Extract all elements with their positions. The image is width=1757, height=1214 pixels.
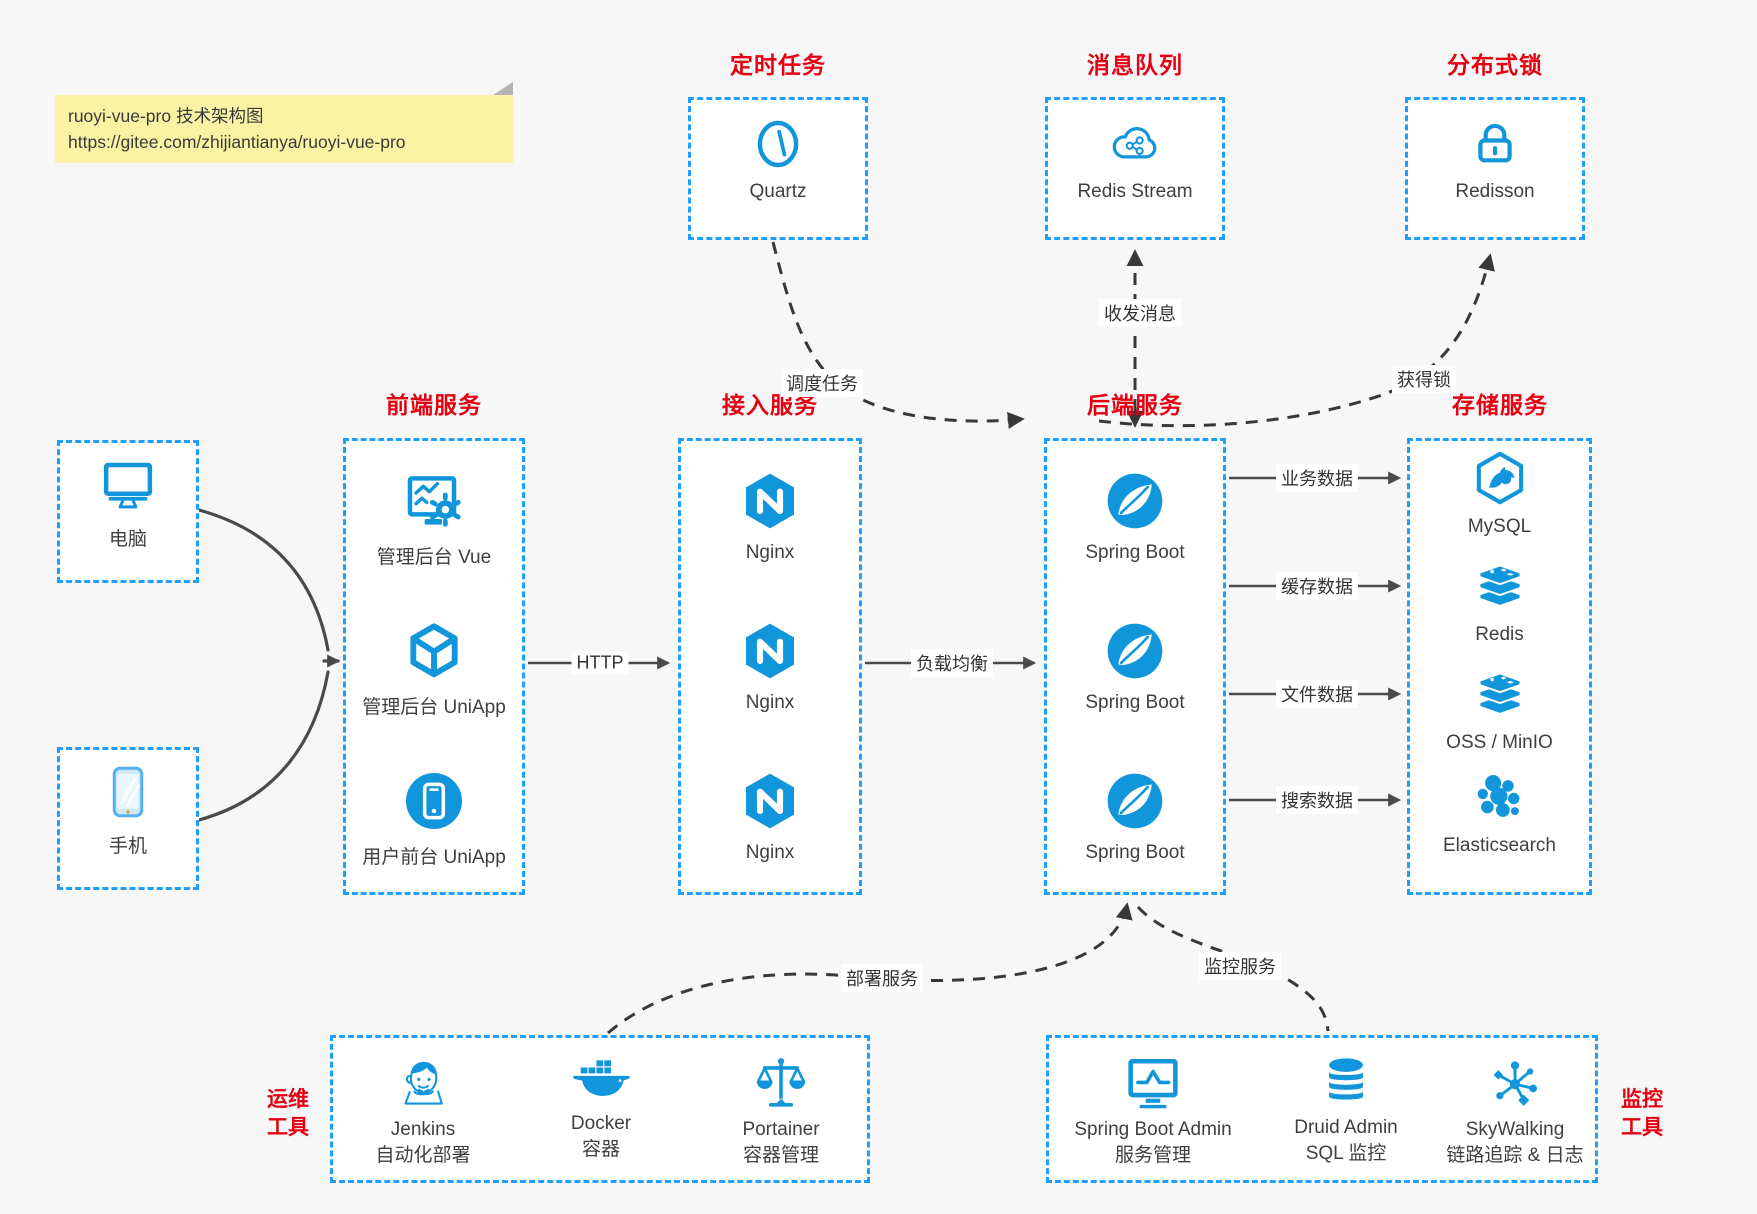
monitoring-side-label: 监控 工具 xyxy=(1621,1088,1663,1139)
ops-item-name: Portainer xyxy=(742,1119,820,1140)
nginx-icon xyxy=(738,469,802,533)
lock-label: Redisson xyxy=(1455,181,1535,202)
pc-client-box: 电脑 xyxy=(57,440,199,583)
scheduler-box: Quartz xyxy=(688,97,868,240)
edge-pc-to-frontend xyxy=(197,508,330,652)
gateway-item-label: Nginx xyxy=(745,842,795,863)
uniapp-cube-icon xyxy=(402,619,466,683)
note-url: https://gitee.com/zhijiantianya/ruoyi-vu… xyxy=(68,132,406,152)
redis-stack-icon xyxy=(1471,557,1529,615)
object-storage-icon xyxy=(1471,665,1529,723)
storage-item-label: Redis xyxy=(1475,624,1524,645)
monitoring-item-name: Spring Boot Admin xyxy=(1074,1119,1232,1140)
admin-vue-icon xyxy=(402,469,466,533)
lock-box: Redisson xyxy=(1405,97,1585,240)
phone-client-box: 手机 xyxy=(57,747,199,890)
edge-label-cache-data: 缓存数据 xyxy=(1276,572,1358,600)
elasticsearch-icon xyxy=(1470,771,1530,826)
frontend-item-label: 管理后台 Vue xyxy=(376,547,492,568)
desktop-icon xyxy=(98,455,158,515)
monitoring-item-desc: SQL 监控 xyxy=(1305,1143,1387,1164)
section-title-backend: 后端服务 xyxy=(1087,392,1183,418)
edge-label-deploy-service: 部署服务 xyxy=(841,964,923,992)
ops-item-name: Jenkins xyxy=(390,1119,456,1140)
mobile-app-circle-icon xyxy=(402,769,466,833)
section-title-scheduler: 定时任务 xyxy=(730,52,826,78)
section-title-frontend: 前端服务 xyxy=(386,392,482,418)
storage-item-label: Elasticsearch xyxy=(1443,835,1556,856)
cloud-share-icon xyxy=(1107,116,1163,172)
scheduler-label: Quartz xyxy=(749,181,807,202)
edge-label-business-data: 业务数据 xyxy=(1276,464,1358,492)
lock-icon xyxy=(1467,116,1523,172)
ops-side-label: 运维 工具 xyxy=(267,1088,309,1139)
monitoring-item-desc: 服务管理 xyxy=(1114,1145,1191,1166)
backend-box: Spring Boot Spring Boot Spring Boot xyxy=(1044,438,1226,895)
storage-item-label: OSS / MinIO xyxy=(1446,732,1553,753)
mq-label: Redis Stream xyxy=(1077,181,1193,202)
jenkins-icon xyxy=(394,1054,452,1112)
spring-icon xyxy=(1103,469,1167,533)
nginx-icon xyxy=(738,769,802,833)
storage-item-label: MySQL xyxy=(1467,516,1532,537)
ops-box: Jenkins 自动化部署 Docker 容器 Portainer 容器管理 xyxy=(330,1035,870,1183)
storage-box: MySQL Redis OSS / MinIO Elasticsearch xyxy=(1407,438,1592,895)
section-title-mq: 消息队列 xyxy=(1087,52,1183,78)
phone-client-label: 手机 xyxy=(108,836,147,857)
frontend-item-label: 管理后台 UniApp xyxy=(362,697,506,718)
pc-client-label: 电脑 xyxy=(108,529,147,550)
note-title: ruoyi-vue-pro 技术架构图 xyxy=(68,106,264,126)
druid-icon xyxy=(1318,1054,1374,1110)
edge-label-load-balance: 负载均衡 xyxy=(911,649,993,677)
frontend-item-label: 用户前台 UniApp xyxy=(362,847,506,868)
edge-label-http: HTTP xyxy=(571,651,629,675)
section-title-lock: 分布式锁 xyxy=(1447,52,1543,78)
gateway-box: Nginx Nginx Nginx xyxy=(678,438,862,895)
ops-item-name: Docker xyxy=(570,1113,632,1134)
edge-phone-to-frontend xyxy=(197,670,330,822)
edge-label-search-data: 搜索数据 xyxy=(1276,786,1358,814)
monitoring-box: Spring Boot Admin 服务管理 Druid Admin SQL 监… xyxy=(1046,1035,1598,1183)
docker-icon xyxy=(570,1054,632,1106)
monitoring-item-name: SkyWalking xyxy=(1465,1119,1565,1140)
section-title-storage: 存储服务 xyxy=(1452,392,1548,418)
frontend-box: 管理后台 Vue 管理后台 UniApp 用户前台 UniApp xyxy=(343,438,525,895)
clock-icon xyxy=(750,116,806,172)
skywalking-icon xyxy=(1486,1054,1544,1112)
gateway-item-label: Nginx xyxy=(745,542,795,563)
edge-label-schedule-task: 调度任务 xyxy=(781,369,863,397)
ops-item-desc: 容器管理 xyxy=(742,1145,819,1166)
mysql-icon xyxy=(1471,449,1529,507)
edge-label-monitor-service: 监控服务 xyxy=(1199,952,1281,980)
portainer-icon xyxy=(752,1054,810,1112)
nginx-icon xyxy=(738,619,802,683)
monitoring-item-desc: 链路追踪 & 日志 xyxy=(1446,1145,1584,1166)
edge-label-file-data: 文件数据 xyxy=(1276,680,1358,708)
ops-item-desc: 自动化部署 xyxy=(375,1145,471,1166)
backend-item-label: Spring Boot xyxy=(1085,542,1185,563)
backend-item-label: Spring Boot xyxy=(1085,842,1185,863)
spring-icon xyxy=(1103,769,1167,833)
spring-boot-admin-icon xyxy=(1124,1054,1182,1112)
edge-label-acquire-lock: 获得锁 xyxy=(1392,365,1456,393)
monitoring-item-name: Druid Admin xyxy=(1294,1117,1398,1138)
sticky-note: ruoyi-vue-pro 技术架构图 https://gitee.com/zh… xyxy=(55,82,513,163)
gateway-item-label: Nginx xyxy=(745,692,795,713)
ops-item-desc: 容器 xyxy=(581,1139,620,1160)
mq-box: Redis Stream xyxy=(1045,97,1225,240)
edge-label-send-receive-message: 收发消息 xyxy=(1099,299,1181,327)
spring-icon xyxy=(1103,619,1167,683)
backend-item-label: Spring Boot xyxy=(1085,692,1185,713)
phone-icon xyxy=(98,762,158,822)
note-fold-corner xyxy=(493,82,513,95)
